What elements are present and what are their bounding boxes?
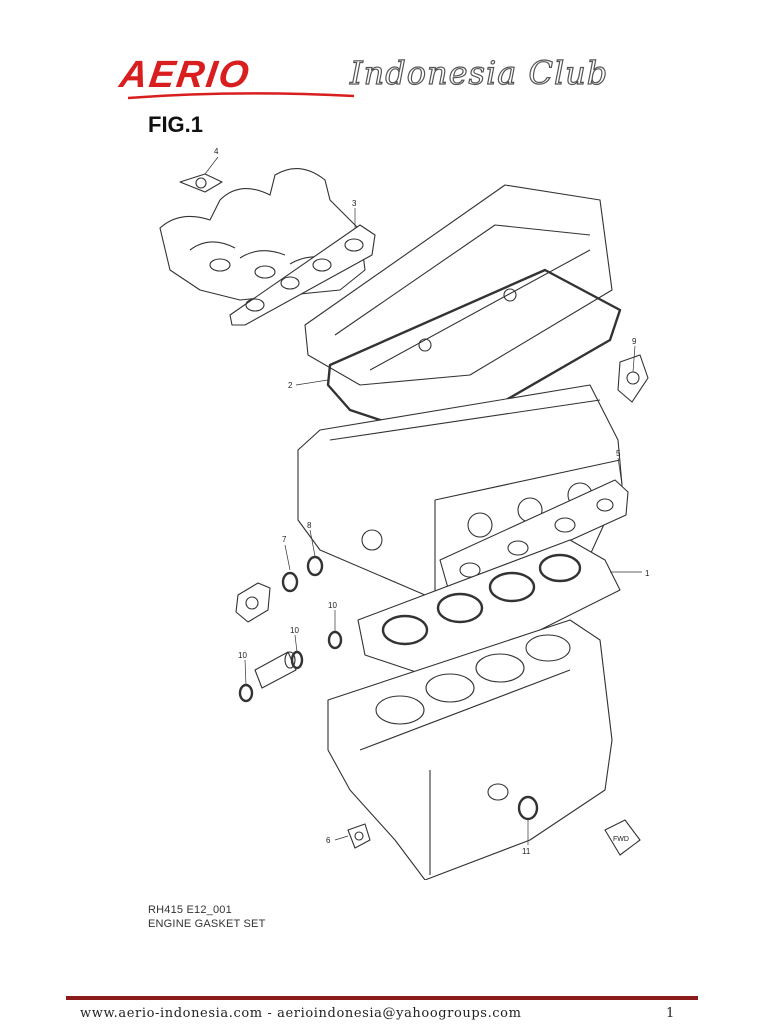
plate-gasket — [347, 823, 371, 849]
water-pipe — [254, 651, 297, 689]
svg-text:FWD: FWD — [613, 836, 629, 843]
callout-5: 5 — [616, 449, 621, 458]
footer-rule — [66, 996, 698, 1000]
front-arrow-icon: FWD — [604, 819, 641, 856]
callout-10b: 10 — [290, 626, 299, 635]
footer-text: www.aerio-indonesia.com - aerioindonesia… — [80, 1006, 522, 1021]
caption-name: ENGINE GASKET SET — [148, 918, 266, 930]
callout-10a: 10 — [328, 601, 337, 610]
club-logo: AERIO Indonesia Club — [117, 48, 660, 104]
callout-3: 3 — [352, 199, 357, 208]
callout-11: 11 — [522, 847, 531, 856]
head-cover — [304, 184, 613, 386]
head-gasket — [357, 539, 621, 681]
callout-1: 1 — [645, 569, 650, 578]
callout-6: 6 — [326, 836, 331, 845]
engine-gasket-diagram: FWD 1 2 3 4 5 6 7 8 9 10 10 10 11 — [159, 147, 650, 880]
caption-code: RH415 E12_001 — [148, 904, 232, 916]
manifold-gasket — [229, 224, 376, 326]
logo-swoosh — [127, 92, 355, 100]
callout-10c: 10 — [238, 651, 247, 660]
callout-2: 2 — [288, 381, 293, 390]
logo-script: Indonesia Club — [349, 53, 609, 92]
exhaust-manifold — [159, 168, 366, 301]
outlet-gasket — [617, 354, 649, 403]
thermostat-housing — [235, 582, 271, 623]
figure-caption: RH415 E12_001 ENGINE GASKET SET — [148, 903, 266, 931]
flange-gasket — [179, 173, 223, 193]
callout-7: 7 — [282, 535, 287, 544]
callout-9: 9 — [632, 337, 637, 346]
page-number: 1 — [666, 1006, 675, 1021]
callout-8: 8 — [307, 521, 312, 530]
figure-title: FIG.1 — [148, 112, 204, 137]
cylinder-block — [327, 619, 613, 880]
callout-4: 4 — [214, 147, 219, 156]
logo-brand: AERIO — [117, 54, 254, 96]
